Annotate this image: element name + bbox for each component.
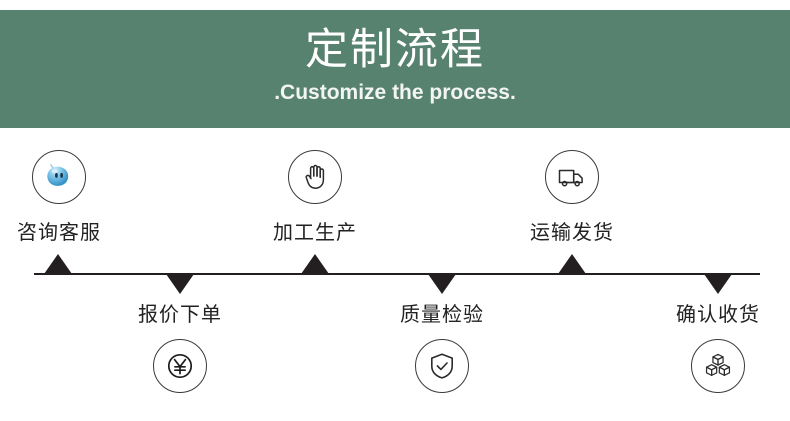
stacked-boxes-glyph [705,353,731,376]
page-title: 定制流程 [305,26,485,74]
step-5-shipping[interactable]: 运输发货 [513,150,631,245]
delivery-truck-glyph [558,169,583,187]
chat-bubble-mascot-glyph [47,163,69,186]
page-header-banner: 定制流程 .Customize the process. [0,10,790,128]
shield-check-icon [415,339,469,393]
delivery-truck-icon [545,150,599,204]
step-6-label: 确认收货 [676,302,760,326]
step-6-confirm-receipt[interactable]: 确认收货 [659,298,777,393]
timeline-marker-up-5 [558,254,586,274]
step-4-label: 质量检验 [400,302,484,326]
step-1-consult-service[interactable]: 咨询客服 [0,150,118,245]
timeline-marker-down-4 [428,274,456,294]
process-timeline: 咨询客服 加工生产 [0,128,790,421]
timeline-marker-up-1 [44,254,72,274]
timeline-marker-down-6 [704,274,732,294]
hand-palm-glyph [305,164,325,189]
hand-palm-icon [288,150,342,204]
step-5-label: 运输发货 [530,220,614,244]
step-2-label: 报价下单 [138,302,222,326]
page-subtitle: .Customize the process. [274,81,516,105]
step-1-label: 咨询客服 [17,220,101,244]
step-3-label: 加工生产 [273,220,357,244]
step-4-quality-inspection[interactable]: 质量检验 [383,298,501,393]
timeline-axis-line [34,273,760,275]
timeline-marker-down-2 [166,274,194,294]
shield-check-glyph [431,353,453,379]
step-3-manufacturing[interactable]: 加工生产 [256,150,374,245]
yuan-currency-icon [153,339,207,393]
yuan-currency-glyph [167,353,193,379]
chat-bubble-mascot-icon [32,150,86,204]
step-2-quote-order[interactable]: 报价下单 [121,298,239,393]
timeline-marker-up-3 [301,254,329,274]
stacked-boxes-icon [691,339,745,393]
